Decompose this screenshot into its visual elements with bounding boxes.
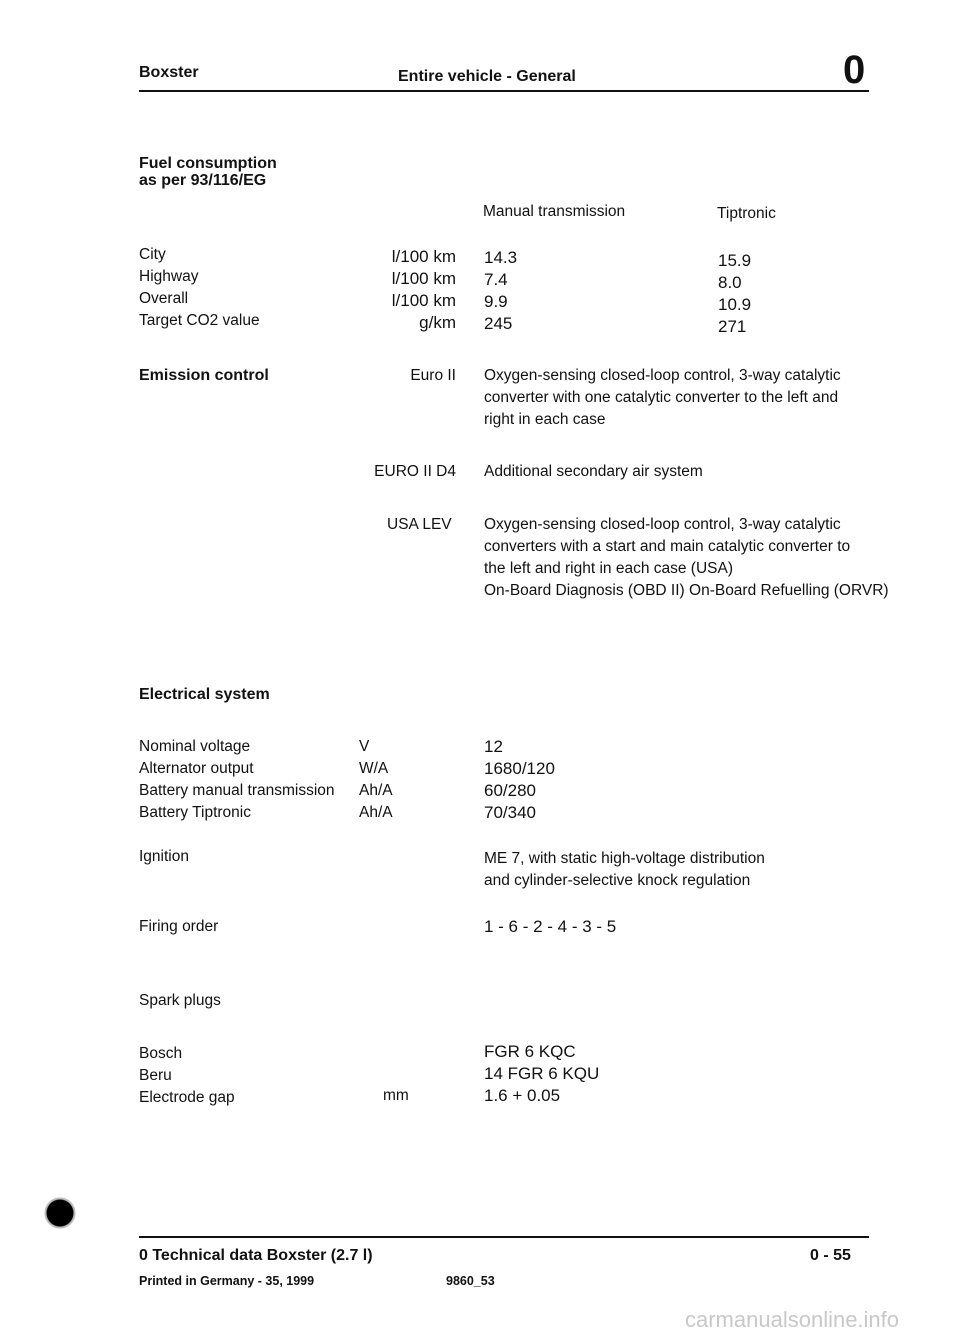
electrical-value: 70/340 [484, 803, 536, 822]
watermark: carmanualsonline.info [685, 1307, 900, 1332]
header-section-title: Entire vehicle - General [398, 68, 576, 85]
fuel-tiptronic-value: 271 [718, 317, 747, 336]
fuel-manual-value: 14.3 [484, 248, 518, 267]
footer-title: 0 Technical data Boxster (2.7 l) [139, 1247, 373, 1264]
electrical-unit: Ah/A [359, 782, 393, 799]
ignition-label: Ignition [139, 848, 189, 865]
electrode-gap-unit: mm [383, 1087, 409, 1104]
col-header-manual: Manual transmission [483, 203, 626, 220]
electrical-label: Nominal voltage [139, 738, 251, 755]
emission-line: the left and right in each case (USA) [484, 560, 733, 577]
fuel-labels: City Highway Overall Target CO2 value [139, 244, 260, 332]
fuel-label: Target CO2 value [139, 312, 260, 329]
fuel-label: Highway [139, 268, 199, 285]
emission-line: Additional secondary air system [484, 463, 703, 480]
binder-hole-mark [40, 1193, 80, 1233]
fuel-unit: g/km [419, 313, 456, 332]
fuel-unit: l/100 km [391, 247, 456, 266]
fuel-manual-value: 9.9 [484, 292, 508, 311]
electrical-units: V W/A Ah/A Ah/A [359, 736, 393, 824]
firing-order-value: 1 - 6 - 2 - 4 - 3 - 5 [484, 917, 617, 936]
ignition-line: and cylinder-selective knock regulation [484, 872, 751, 889]
col-header-tiptronic: Tiptronic [717, 205, 776, 222]
plug-label: Bosch [139, 1045, 183, 1062]
fuel-units: l/100 km l/100 km l/100 km g/km [360, 246, 456, 334]
plug-label: Electrode gap [139, 1089, 235, 1106]
header-section-number: 0 [843, 48, 866, 92]
fuel-manual-values: 14.3 7.4 9.9 245 [484, 247, 517, 335]
footer-page-number: 0 - 55 [810, 1247, 851, 1264]
plug-label: Beru [139, 1067, 172, 1084]
fuel-unit: l/100 km [391, 291, 456, 310]
electrical-label: Battery manual transmission [139, 782, 335, 799]
plug-values: FGR 6 KQC 14 FGR 6 KQU 1.6 + 0.05 [484, 1041, 599, 1107]
emission-standard: EURO II D4 [374, 463, 456, 480]
emission-description: Oxygen-sensing closed-loop control, 3-wa… [484, 365, 841, 431]
fuel-heading-line1: Fuel consumption [139, 155, 277, 172]
emission-line: Oxygen-sensing closed-loop control, 3-wa… [484, 516, 841, 533]
emission-line: converter with one catalytic converter t… [484, 389, 839, 406]
electrical-label: Battery Tiptronic [139, 804, 251, 821]
fuel-tiptronic-value: 8.0 [718, 273, 742, 292]
electrical-heading: Electrical system [139, 686, 270, 703]
emission-standard: Euro II [410, 367, 456, 384]
electrical-value: 1680/120 [484, 759, 555, 778]
electrical-value: 12 [484, 737, 503, 756]
emission-line: Oxygen-sensing closed-loop control, 3-wa… [484, 367, 841, 384]
electrical-values: 12 1680/120 60/280 70/340 [484, 736, 555, 824]
electrical-unit: V [359, 738, 370, 755]
ignition-description: ME 7, with static high-voltage distribut… [484, 848, 765, 892]
emission-line: right in each case [484, 411, 606, 428]
emission-description: Oxygen-sensing closed-loop control, 3-wa… [484, 514, 889, 602]
header-rule [139, 90, 869, 92]
plug-value: FGR 6 KQC [484, 1042, 576, 1061]
fuel-tiptronic-value: 15.9 [718, 251, 752, 270]
fuel-label: City [139, 246, 166, 263]
electrical-unit: Ah/A [359, 804, 393, 821]
emission-heading: Emission control [139, 367, 269, 384]
header-model: Boxster [139, 64, 199, 81]
footer-rule [139, 1236, 869, 1238]
fuel-tiptronic-values: 15.9 8.0 10.9 271 [718, 250, 751, 338]
fuel-label: Overall [139, 290, 189, 307]
electrical-labels: Nominal voltage Alternator output Batter… [139, 736, 335, 824]
fuel-unit: l/100 km [391, 269, 456, 288]
emission-description: Additional secondary air system [484, 461, 703, 483]
fuel-manual-value: 245 [484, 314, 513, 333]
firing-order-label: Firing order [139, 918, 219, 935]
plug-value: 1.6 + 0.05 [484, 1086, 561, 1105]
footer-printed: Printed in Germany - 35, 1999 [139, 1274, 315, 1288]
fuel-manual-value: 7.4 [484, 270, 508, 289]
spark-plugs-label: Spark plugs [139, 992, 221, 1009]
fuel-tiptronic-value: 10.9 [718, 295, 752, 314]
electrical-unit: W/A [359, 760, 389, 777]
plug-labels: Bosch Beru Electrode gap [139, 1043, 235, 1109]
electrical-value: 60/280 [484, 781, 536, 800]
fuel-heading-line2: as per 93/116/EG [139, 172, 267, 189]
ignition-line: ME 7, with static high-voltage distribut… [484, 850, 765, 867]
plug-value: 14 FGR 6 KQU [484, 1064, 600, 1083]
footer-code: 9860_53 [446, 1274, 495, 1288]
emission-line: converters with a start and main catalyt… [484, 538, 851, 555]
emission-line: On-Board Diagnosis (OBD II) On-Board Ref… [484, 582, 889, 599]
emission-standard: USA LEV [387, 516, 452, 533]
electrical-label: Alternator output [139, 760, 254, 777]
